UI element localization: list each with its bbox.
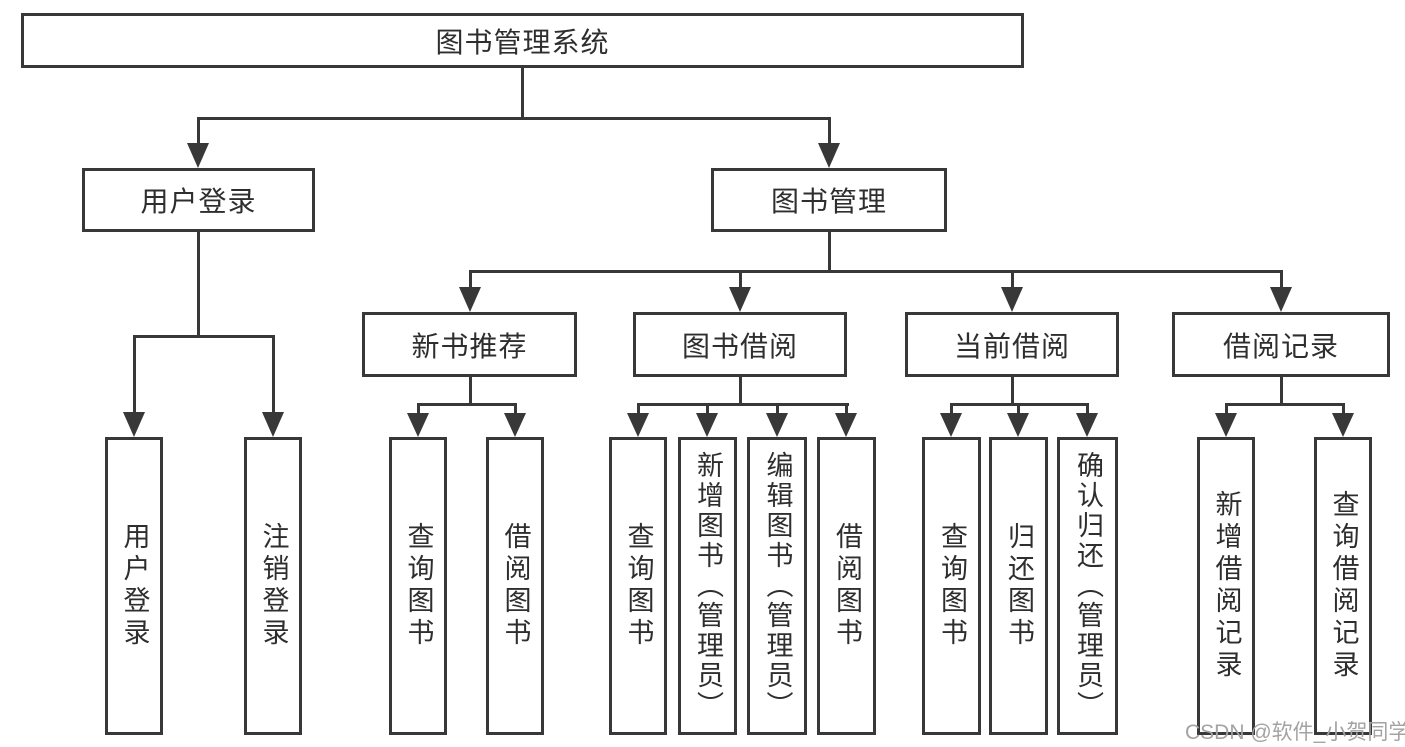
edge-arrowhead: [818, 143, 840, 168]
node-label: 注销登录: [258, 522, 289, 650]
node-label: 当前借阅: [953, 330, 1070, 362]
leaf-borrow-book: 借阅图书: [817, 437, 876, 735]
leaf-borrow-book-recommend: 借阅图书: [486, 437, 544, 735]
node-label: 借阅记录: [1222, 330, 1339, 362]
node-label: 确认归还（管理员）: [1073, 451, 1103, 721]
edge-arrowhead: [504, 413, 526, 437]
edge-line: [417, 403, 517, 406]
node-label: 图书管理: [770, 186, 887, 217]
edge-line: [739, 377, 742, 406]
node-book-borrow: 图书借阅: [633, 312, 847, 377]
csdn-watermark: CSDN @软件_小贺同学: [1185, 721, 1405, 744]
edge-arrowhead: [459, 287, 481, 312]
edge-line: [469, 377, 472, 406]
edge-line: [133, 335, 136, 414]
node-label: 借阅图书: [500, 522, 531, 650]
edge-arrowhead: [1007, 413, 1029, 437]
edge-arrowhead: [766, 413, 788, 437]
leaf-confirm-return-admin: 确认归还（管理员）: [1057, 437, 1118, 735]
edge-arrowhead: [940, 413, 962, 437]
node-borrow-records: 借阅记录: [1172, 312, 1390, 377]
edge-arrowhead: [1332, 413, 1354, 437]
node-label: 新增借阅记录: [1211, 490, 1242, 682]
edge-line: [1225, 403, 1228, 415]
node-label: 查询图书: [623, 522, 654, 650]
edge-line: [828, 232, 831, 272]
edge-arrowhead: [1076, 413, 1098, 437]
edge-arrowhead: [187, 143, 209, 168]
leaf-return-book: 归还图书: [989, 437, 1048, 735]
edge-arrowhead: [407, 413, 429, 437]
edge-arrowhead: [696, 413, 718, 437]
edge-arrowhead: [627, 413, 649, 437]
edge-arrowhead: [1001, 287, 1023, 312]
edge-line: [706, 403, 709, 415]
node-label: 新增图书（管理员）: [693, 451, 723, 721]
leaf-edit-book-admin: 编辑图书（管理员）: [747, 437, 807, 735]
node-label: 用户登录: [119, 522, 150, 650]
edge-line: [469, 270, 472, 289]
node-label: 用户登录: [140, 186, 257, 217]
edge-line: [521, 67, 524, 119]
edge-line: [1086, 403, 1089, 415]
edge-line: [739, 270, 742, 289]
edge-arrowhead: [835, 413, 857, 437]
edge-line: [637, 403, 640, 415]
node-label: 查询借阅记录: [1328, 490, 1359, 682]
node-label: 编辑图书（管理员）: [762, 451, 793, 721]
node-current-borrow: 当前借阅: [905, 312, 1119, 377]
leaf-query-book-recommend: 查询图书: [389, 437, 447, 735]
node-label: 图书借阅: [681, 330, 798, 362]
edge-arrowhead: [1215, 413, 1237, 437]
edge-arrowhead: [123, 412, 145, 437]
node-label: 查询图书: [403, 522, 434, 650]
leaf-query-book-borrow: 查询图书: [609, 437, 667, 735]
leaf-add-book-admin: 新增图书（管理员）: [678, 437, 737, 735]
node-label: 图书管理系统: [435, 26, 610, 58]
edge-line: [1280, 270, 1283, 289]
edge-line: [950, 403, 953, 415]
edge-line: [272, 335, 275, 414]
leaf-logout: 注销登录: [244, 437, 302, 735]
edge-line: [1011, 377, 1014, 406]
edge-line: [197, 117, 200, 144]
node-label: 归还图书: [1004, 522, 1034, 650]
node-book-management: 图书管理: [711, 168, 947, 232]
leaf-query-book-current: 查询图书: [922, 437, 981, 735]
leaf-add-borrow-record: 新增借阅记录: [1197, 437, 1255, 735]
edge-line: [417, 403, 420, 415]
leaf-query-borrow-record: 查询借阅记录: [1314, 437, 1372, 735]
edge-arrowhead: [729, 287, 751, 312]
edge-line: [1342, 403, 1345, 415]
node-new-book-recommend: 新书推荐: [362, 312, 577, 377]
leaf-user-login: 用户登录: [105, 437, 163, 735]
node-label: 查询图书: [937, 522, 967, 650]
edge-line: [469, 270, 1283, 273]
edge-arrowhead: [1270, 287, 1292, 312]
edge-line: [1011, 270, 1014, 289]
edge-line: [828, 117, 831, 144]
edge-arrowhead: [262, 412, 284, 437]
edge-line: [1225, 403, 1345, 406]
node-user-login: 用户登录: [82, 168, 315, 232]
edge-line: [197, 232, 200, 337]
edge-line: [197, 117, 831, 120]
edge-line: [845, 403, 848, 415]
edge-line: [514, 403, 517, 415]
edge-line: [776, 403, 779, 415]
edge-line: [1017, 403, 1020, 415]
edge-line: [1280, 377, 1283, 406]
edge-line: [133, 335, 275, 338]
node-label: 借阅图书: [832, 522, 862, 650]
node-label: 新书推荐: [411, 330, 528, 362]
edge-line: [637, 403, 849, 406]
node-library-management-system: 图书管理系统: [21, 13, 1024, 68]
